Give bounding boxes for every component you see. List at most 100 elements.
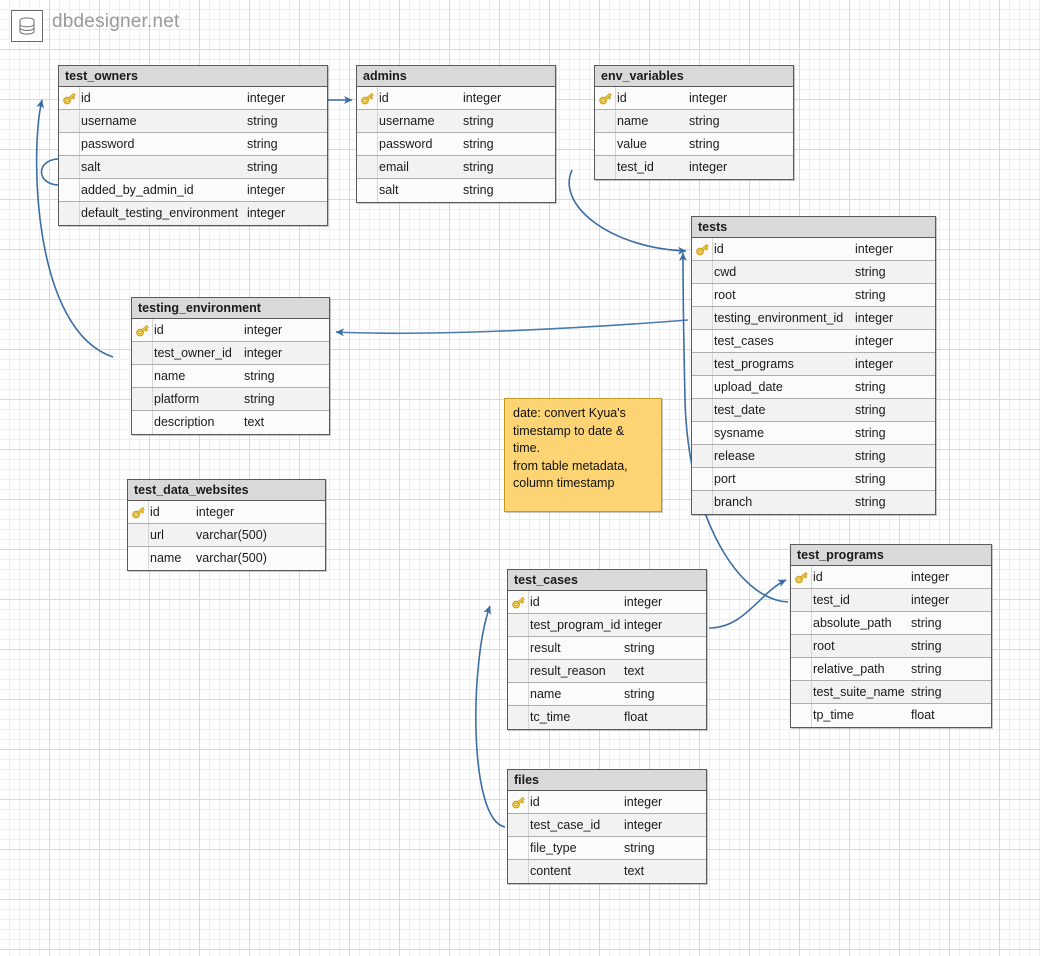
column-type: string bbox=[247, 114, 278, 128]
column-name: name bbox=[530, 687, 562, 701]
table-title: admins bbox=[357, 66, 555, 87]
table-title: test_owners bbox=[59, 66, 327, 87]
column-gutter bbox=[692, 353, 713, 375]
column-name: cwd bbox=[714, 265, 737, 279]
column-gutter bbox=[132, 388, 153, 410]
column-name: id bbox=[813, 570, 823, 584]
column-name: test_date bbox=[714, 403, 766, 417]
table-title: test_data_websites bbox=[128, 480, 325, 501]
column-name: default_testing_environment bbox=[81, 206, 239, 220]
column-name: name bbox=[154, 369, 186, 383]
column-gutter bbox=[132, 342, 153, 364]
column-type: string bbox=[911, 685, 942, 699]
primary-key-icon bbox=[508, 791, 529, 813]
column-gutter bbox=[508, 637, 529, 659]
database-cylinder-icon[interactable] bbox=[11, 10, 43, 42]
column-type: integer bbox=[247, 206, 286, 220]
column-gutter bbox=[128, 524, 149, 546]
column-type: integer bbox=[244, 323, 283, 337]
column-name: absolute_path bbox=[813, 616, 892, 630]
column-name: platform bbox=[154, 392, 200, 406]
column-name: name bbox=[617, 114, 649, 128]
column-name: password bbox=[81, 137, 135, 151]
column-name: port bbox=[714, 472, 736, 486]
column-gutter bbox=[692, 445, 713, 467]
column-gutter bbox=[357, 110, 378, 132]
primary-key-icon bbox=[132, 319, 153, 341]
column-gutter bbox=[692, 491, 713, 514]
column-name: id bbox=[379, 91, 389, 105]
column-name: content bbox=[530, 864, 572, 878]
column-type: integer bbox=[624, 618, 663, 632]
column-type: string bbox=[855, 472, 886, 486]
table-row[interactable]: port string bbox=[692, 468, 935, 491]
column-name: root bbox=[813, 639, 835, 653]
sticky-note[interactable]: date: convert Kyua's timestamp to date &… bbox=[504, 398, 662, 512]
column-gutter bbox=[508, 683, 529, 705]
column-name: id bbox=[530, 595, 540, 609]
table-row[interactable]: default_testing_environment integer bbox=[59, 202, 327, 225]
column-name: testing_environment_id bbox=[714, 311, 844, 325]
table-title: files bbox=[508, 770, 706, 791]
